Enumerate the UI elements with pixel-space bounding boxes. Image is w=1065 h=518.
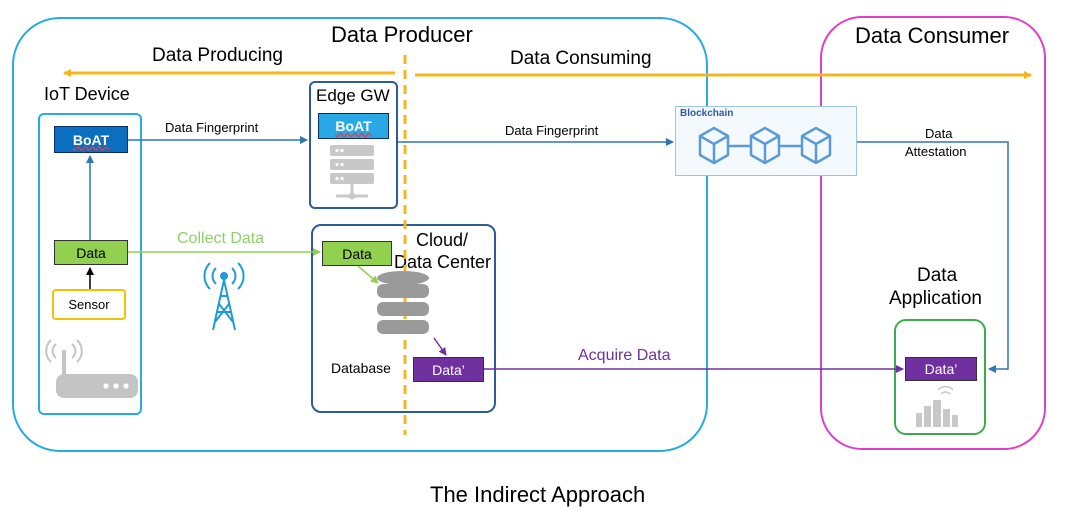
database-to-data-prime-arrow xyxy=(433,337,447,356)
app-data-prime-chip: Data’ xyxy=(905,357,977,381)
data-producer-region xyxy=(12,17,708,452)
iot-boat-label: BoAT xyxy=(72,131,110,148)
iot-boat-chip: BoAT xyxy=(54,126,128,153)
data-consumer-region xyxy=(820,16,1046,450)
edge-boat-label: BoAT xyxy=(335,118,372,134)
radio-tower-icon xyxy=(203,262,245,331)
server-rack-icon xyxy=(330,145,374,200)
sensor-label: Sensor xyxy=(68,297,110,312)
data-consumer-title: Data Consumer xyxy=(855,23,1010,48)
blockchain-title: Blockchain xyxy=(680,108,734,119)
fingerprint-label-right: Data Fingerprint xyxy=(505,123,599,138)
cloud-data-prime-label: Data’ xyxy=(432,361,465,378)
data-attestation-arrow xyxy=(857,141,1009,373)
cloud-data-label: Data xyxy=(342,245,372,262)
cloud-data-prime-chip: Data’ xyxy=(413,357,484,382)
edge-boat-chip: BoAT xyxy=(318,113,389,139)
collect-data-label: Collect Data xyxy=(177,230,265,247)
app-data-prime-label: Data’ xyxy=(924,361,958,377)
data-attestation-label-line1: Data xyxy=(925,126,953,141)
data-to-database-arrow xyxy=(357,265,379,284)
data-producing-label: Data Producing xyxy=(152,45,283,66)
edge-gw-title: Edge GW xyxy=(316,86,390,105)
data-application-title-line2: Application xyxy=(889,288,982,309)
database-icon xyxy=(377,271,429,334)
data-application-title-line1: Data xyxy=(917,265,958,286)
diagram-caption: The Indirect Approach xyxy=(430,482,646,507)
sensor-chip: Sensor xyxy=(52,289,126,320)
cloud-title-line2: Data Center xyxy=(394,252,492,272)
iot-data-label: Data xyxy=(76,244,106,261)
fingerprint-label-left: Data Fingerprint xyxy=(165,120,259,135)
data-consuming-label: Data Consuming xyxy=(510,48,652,69)
wifi-router-icon xyxy=(45,339,138,398)
data-producer-title: Data Producer xyxy=(331,22,473,47)
iot-data-chip: Data xyxy=(54,240,128,265)
smart-city-icon xyxy=(916,385,958,427)
cloud-data-chip: Data xyxy=(322,241,392,266)
iot-device-title: IoT Device xyxy=(44,84,130,104)
cloud-title-line1: Cloud/ xyxy=(416,230,469,250)
iot-device-box xyxy=(38,113,142,415)
blockchain-box xyxy=(675,106,857,176)
data-application-box xyxy=(894,319,986,435)
acquire-data-label: Acquire Data xyxy=(578,347,671,364)
blockchain-cubes-icon xyxy=(698,126,832,165)
data-attestation-label-line2: Attestation xyxy=(905,144,967,159)
database-label: Database xyxy=(331,360,391,376)
